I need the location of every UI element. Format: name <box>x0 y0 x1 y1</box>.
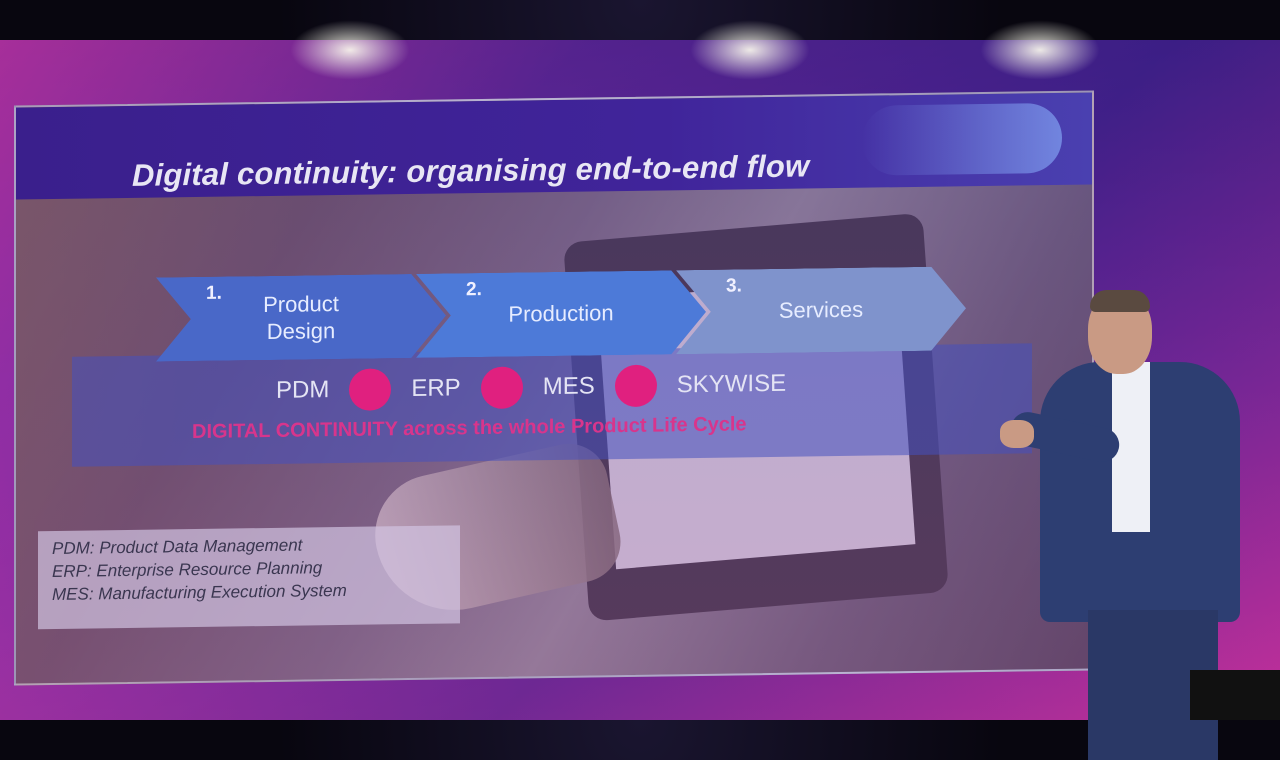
slide-title: Digital continuity: organising end-to-en… <box>132 148 810 193</box>
step-services: 3. Services <box>676 266 966 354</box>
stage-light <box>690 20 810 80</box>
acronym-legend: PDM: Product Data Management ERP: Enterp… <box>38 525 460 630</box>
system-pdm: PDM <box>276 376 330 404</box>
airplane-icon <box>862 102 1062 176</box>
step-production: 2. Production <box>416 270 706 358</box>
stage-light <box>290 20 410 80</box>
systems-row: PDM ERP MES SKYWISE <box>266 363 796 412</box>
slide-title-bar: Digital continuity: organising end-to-en… <box>16 92 1092 200</box>
system-erp: ERP <box>411 374 461 402</box>
process-flow: 1. Product Design 2. Production 3. Servi… <box>156 266 976 363</box>
stage-light <box>980 20 1100 80</box>
stage-backdrop: Digital continuity: organising end-to-en… <box>0 20 1280 760</box>
system-mes: MES <box>542 372 595 401</box>
connector-dot-icon <box>480 366 523 410</box>
connector-dot-icon <box>614 364 657 408</box>
step-product-design: 1. Product Design <box>156 274 446 362</box>
legend-item: MES: Manufacturing Execution System <box>52 580 347 605</box>
connector-dot-icon <box>349 368 392 411</box>
stage-monitor <box>1190 670 1280 720</box>
step-label: Services <box>778 296 864 324</box>
presenter <box>1000 290 1260 760</box>
presentation-slide: Digital continuity: organising end-to-en… <box>14 90 1094 686</box>
system-skywise: SKYWISE <box>676 369 787 399</box>
step-label: Product Design <box>263 290 339 345</box>
step-label: Production <box>508 300 614 327</box>
